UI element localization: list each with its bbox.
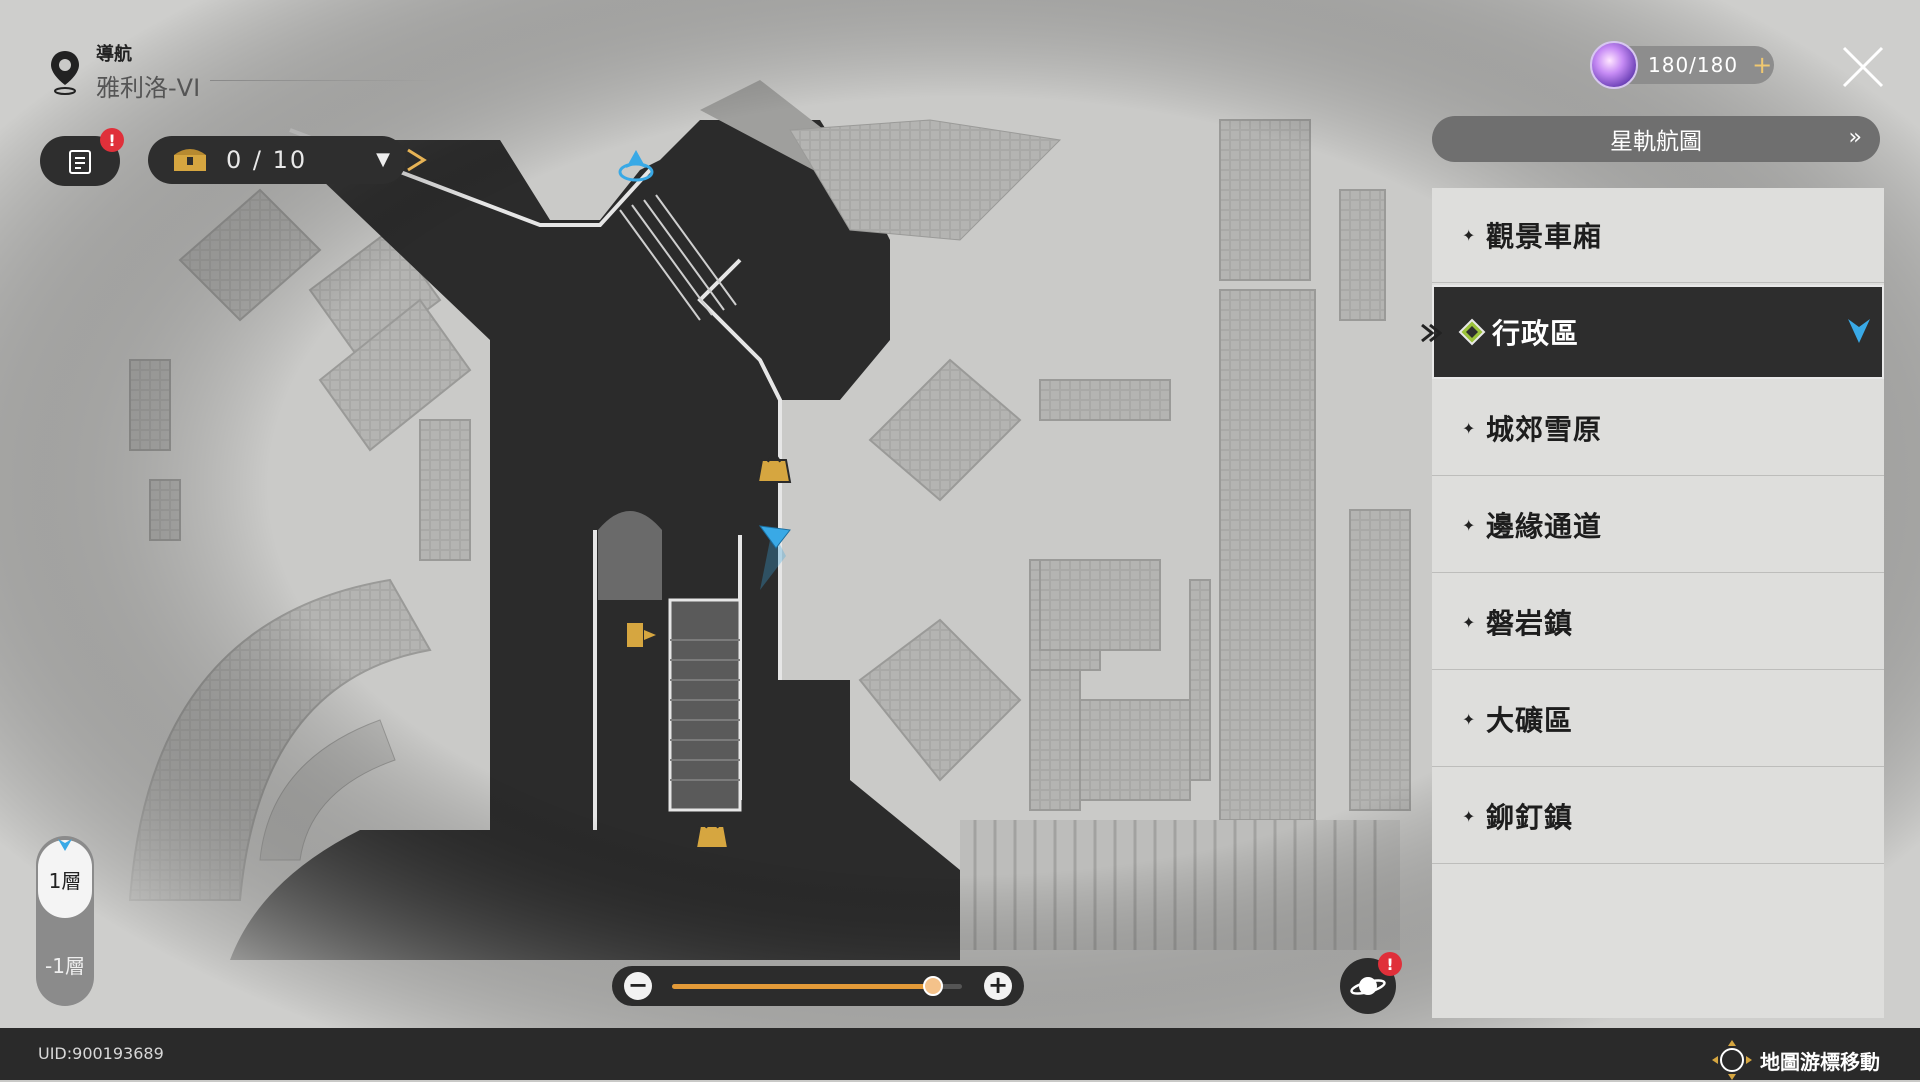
current-region: 雅利洛-VI [96, 74, 201, 102]
selection-arrow-icon [1421, 323, 1442, 343]
zoom-slider-handle[interactable] [923, 976, 943, 996]
floor-1-button[interactable]: 1層 [38, 839, 92, 918]
player-uid: UID:900193689 [38, 1044, 164, 1063]
chest-count: 0 / 10 [226, 146, 308, 174]
zoom-control: − + [612, 966, 1024, 1006]
area-list: ✦ 觀景車廂 行政區 ✦ 城郊雪原 ✦ 邊緣通道 ✦ 磐岩鎮 ✦ 大礦區 ✦ 鉚… [1421, 188, 1884, 866]
floor-minus-1-label: -1層 [45, 953, 85, 978]
trailblaze-power-icon [1590, 41, 1638, 89]
treasure-chest-icon [174, 149, 206, 171]
player-position-icon [758, 525, 791, 590]
star-icon: ✦ [1462, 515, 1476, 535]
star-icon: ✦ [1462, 418, 1476, 438]
close-icon[interactable] [1840, 44, 1886, 90]
star-rail-map-label: 星軌航圖 [1610, 129, 1702, 155]
floor-minus-1-button[interactable]: -1層 [38, 944, 92, 984]
chevron-down-icon: ▼ [376, 149, 390, 170]
area-item-label: 城郊雪原 [1486, 413, 1603, 446]
star-icon: ✦ [1462, 612, 1476, 632]
star-rail-map-button[interactable]: 星軌航圖 » [1432, 116, 1880, 162]
nav-label: 導航 [96, 44, 132, 65]
navigation-header: 導航 雅利洛-VI [48, 40, 200, 103]
area-item-label: 大礦區 [1486, 704, 1574, 737]
clipboard-icon [69, 150, 91, 174]
area-item-label: 磐岩鎮 [1486, 607, 1574, 640]
shop-bag-icon[interactable] [756, 454, 792, 483]
footer-bar: UID:900193689 地圖游標移動 [0, 1028, 1920, 1080]
zoom-in-button[interactable]: + [984, 972, 1012, 1000]
area-item-label: 邊緣通道 [1486, 510, 1603, 543]
current-floor-marker-icon [58, 839, 72, 851]
location-pin-icon [51, 50, 79, 95]
shop-bag-icon[interactable] [694, 820, 730, 849]
planet-alert-badge: ! [1378, 952, 1402, 976]
chevron-right-icon: » [1848, 125, 1862, 150]
planet-icon [1350, 977, 1386, 995]
trailblaze-power[interactable]: 180/180 + [1590, 41, 1774, 89]
area-item[interactable]: ✦ 城郊雪原 [1432, 381, 1884, 476]
area-item-label: 觀景車廂 [1486, 220, 1603, 253]
exit-door-icon[interactable] [625, 621, 656, 649]
area-diamond-icon [1458, 318, 1486, 346]
current-location-icon [1848, 319, 1870, 343]
zoom-out-button[interactable]: − [624, 972, 652, 1000]
zoom-slider-fill [672, 984, 933, 989]
nav-divider [210, 80, 440, 81]
area-item[interactable]: ✦ 觀景車廂 [1432, 188, 1884, 283]
area-item[interactable]: ✦ 邊緣通道 [1432, 478, 1884, 573]
add-power-button[interactable]: + [1752, 51, 1773, 79]
expand-arrow-icon [407, 148, 427, 172]
area-item[interactable]: ✦ 鉚釘鎮 [1432, 769, 1884, 864]
mission-alert-badge: ! [100, 128, 124, 152]
zoom-slider[interactable] [672, 976, 962, 996]
star-icon: ✦ [1462, 709, 1476, 729]
star-icon: ✦ [1462, 806, 1476, 826]
floor-1-label: 1層 [48, 868, 82, 893]
area-item[interactable]: ✦ 磐岩鎮 [1432, 575, 1884, 670]
star-icon: ✦ [1462, 225, 1476, 245]
joystick-icon [1712, 1040, 1752, 1080]
area-item-label: 行政區 [1492, 317, 1580, 350]
cursor-move-hint: 地圖游標移動 [1710, 1038, 1880, 1082]
mission-log-button[interactable]: ! [40, 128, 124, 186]
trailblaze-power-value: 180/180 [1648, 53, 1739, 77]
space-anchor-icon[interactable] [618, 150, 654, 182]
cursor-move-hint-label: 地圖游標移動 [1760, 1049, 1880, 1074]
area-item-label: 鉚釘鎮 [1486, 801, 1574, 834]
area-item[interactable]: ✦ 大礦區 [1432, 672, 1884, 767]
area-item-selected[interactable]: 行政區 [1421, 285, 1884, 379]
treasure-chest-counter[interactable]: 0 / 10 ▼ [148, 136, 427, 184]
planet-switch-button[interactable]: ! [1340, 952, 1402, 1014]
